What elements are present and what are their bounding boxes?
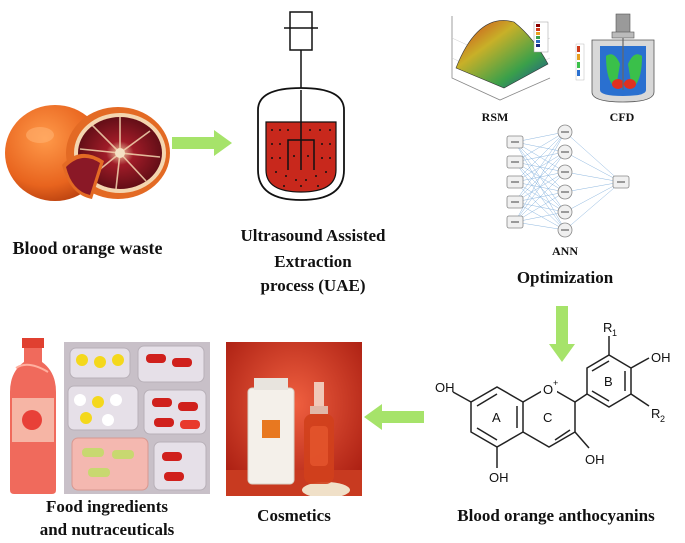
oxonium-text: O xyxy=(543,382,553,397)
r1-text: R xyxy=(603,320,612,335)
oh-5-text: OH xyxy=(489,470,509,485)
uae-label-line1: Ultrasound Assisted xyxy=(240,226,386,245)
ann-network-diagram xyxy=(506,124,630,238)
arrow-to-cosmetics xyxy=(364,404,424,430)
r2-subscript-text: 2 xyxy=(660,414,665,424)
cfd-label: CFD xyxy=(609,110,635,124)
anthocyanin-structure: OH OH OH OH O + A C B R 1 R 2 xyxy=(435,320,671,485)
blood-orange-image xyxy=(5,105,170,201)
arrow-to-anthocyanins xyxy=(549,306,575,362)
food-label-line2: and nutraceuticals xyxy=(39,520,175,539)
cosmetics-label: Cosmetics xyxy=(257,506,331,525)
food-label-line1: Food ingredients xyxy=(45,497,168,516)
r2-text: R xyxy=(651,406,660,421)
ring-a-text: A xyxy=(492,410,501,425)
uae-label-line3: process (UAE) xyxy=(260,276,366,295)
uae-label-line2: Extraction xyxy=(274,252,352,271)
uae-vessel-diagram xyxy=(257,11,345,201)
blood-orange-waste-label: Blood orange waste xyxy=(12,238,163,258)
optimization-label: Optimization xyxy=(516,268,614,287)
cfd-render xyxy=(575,13,655,103)
oh-7-text: OH xyxy=(435,380,455,395)
oh-4-prime-text: OH xyxy=(651,350,671,365)
ring-c-text: C xyxy=(543,410,552,425)
cosmetics-image xyxy=(226,342,362,496)
anthocyanins-label: Blood orange anthocyanins xyxy=(457,506,655,525)
ann-label: ANN xyxy=(552,244,578,258)
ring-b-text: B xyxy=(604,374,613,389)
arrow-to-uae xyxy=(172,130,232,156)
oxonium-charge-text: + xyxy=(553,378,558,388)
r1-subscript-text: 1 xyxy=(612,328,617,338)
oh-3-text: OH xyxy=(585,452,605,467)
food-nutraceuticals-image xyxy=(10,338,210,494)
rsm-label: RSM xyxy=(481,110,509,124)
rsm-surface-plot xyxy=(451,16,551,101)
